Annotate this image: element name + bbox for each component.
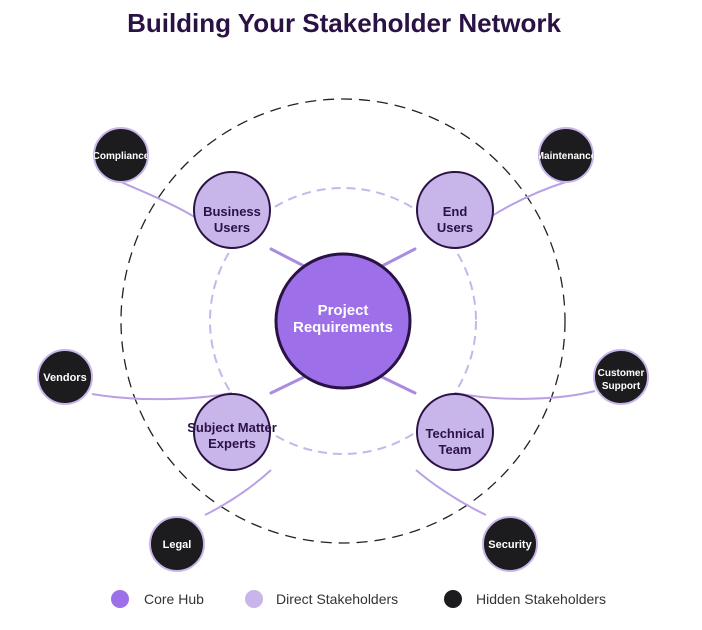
direct-node-business-users[interactable]: Business Users [193,171,271,249]
hidden-circle [538,127,594,183]
direct-node-subject-matter-experts[interactable]: Subject Matter Experts [187,393,277,471]
hidden-label-line1: Customer [598,368,645,379]
legend-label-core: Core Hub [144,591,204,607]
core-hub-label-line1: Project [318,302,369,319]
hidden-node-vendors[interactable]: Vendors [37,349,93,405]
hidden-label: Security [488,539,532,551]
direct-connectors [269,247,417,395]
legend-swatch-hidden [444,590,462,608]
legend-item-hidden: Hidden Stakeholders [444,590,606,608]
hidden-circle [482,516,538,572]
legend-label-direct: Direct Stakeholders [276,591,398,607]
direct-circle [416,393,494,471]
outer-ring [120,98,566,544]
legend-swatch-core [111,590,129,608]
hidden-label: Vendors [43,372,86,384]
hidden-node-security[interactable]: Security [482,516,538,572]
hidden-node-compliance[interactable]: Compliance [93,127,150,183]
direct-label-line2: Team [439,442,472,457]
core-hub-label-line2: Requirements [293,319,393,336]
connector-security [415,469,487,516]
hidden-node-legal[interactable]: Legal [149,516,205,572]
hidden-circle [37,349,93,405]
connector-sme [269,375,306,395]
hidden-label: Legal [163,539,192,551]
core-hub-node[interactable]: Project Requirements [274,252,412,390]
direct-node-end-users[interactable]: End Users [416,171,494,249]
connector-business-users [269,247,306,268]
legend-item-core: Core Hub [111,590,204,608]
direct-label-line1: Business [203,204,261,219]
direct-label-line1: Technical [425,426,484,441]
legend-swatch-direct [245,590,263,608]
hidden-circle [149,516,205,572]
legend-label-hidden: Hidden Stakeholders [476,591,606,607]
direct-label-line2: Users [214,220,250,235]
hidden-node-maintenance[interactable]: Maintenance [536,127,597,183]
legend: Core Hub Direct Stakeholders Hidden Stak… [111,590,606,608]
connector-customer-support [454,390,596,400]
diagram-title: Building Your Stakeholder Network [127,8,561,38]
legend-item-direct: Direct Stakeholders [245,590,398,608]
hidden-label: Maintenance [536,151,597,162]
hidden-node-customer-support[interactable]: Customer Support [593,349,649,405]
hidden-label-line2: Support [602,381,641,392]
direct-circle [193,171,271,249]
inner-ring [209,187,477,455]
hidden-circle [593,349,649,405]
connector-end-users [380,247,417,268]
connector-legal [204,469,272,516]
connector-technical-team [380,375,417,395]
direct-label-line1: End [443,204,468,219]
direct-node-technical-team[interactable]: Technical Team [416,393,494,471]
hidden-label: Compliance [93,151,150,162]
hidden-circle [93,127,149,183]
direct-label-line2: Experts [208,436,256,451]
direct-label-line2: Users [437,220,473,235]
core-hub-circle [274,252,412,390]
connector-vendors [91,392,233,401]
direct-circle [416,171,494,249]
direct-circle [193,393,271,471]
direct-label-line1: Subject Matter [187,420,277,435]
